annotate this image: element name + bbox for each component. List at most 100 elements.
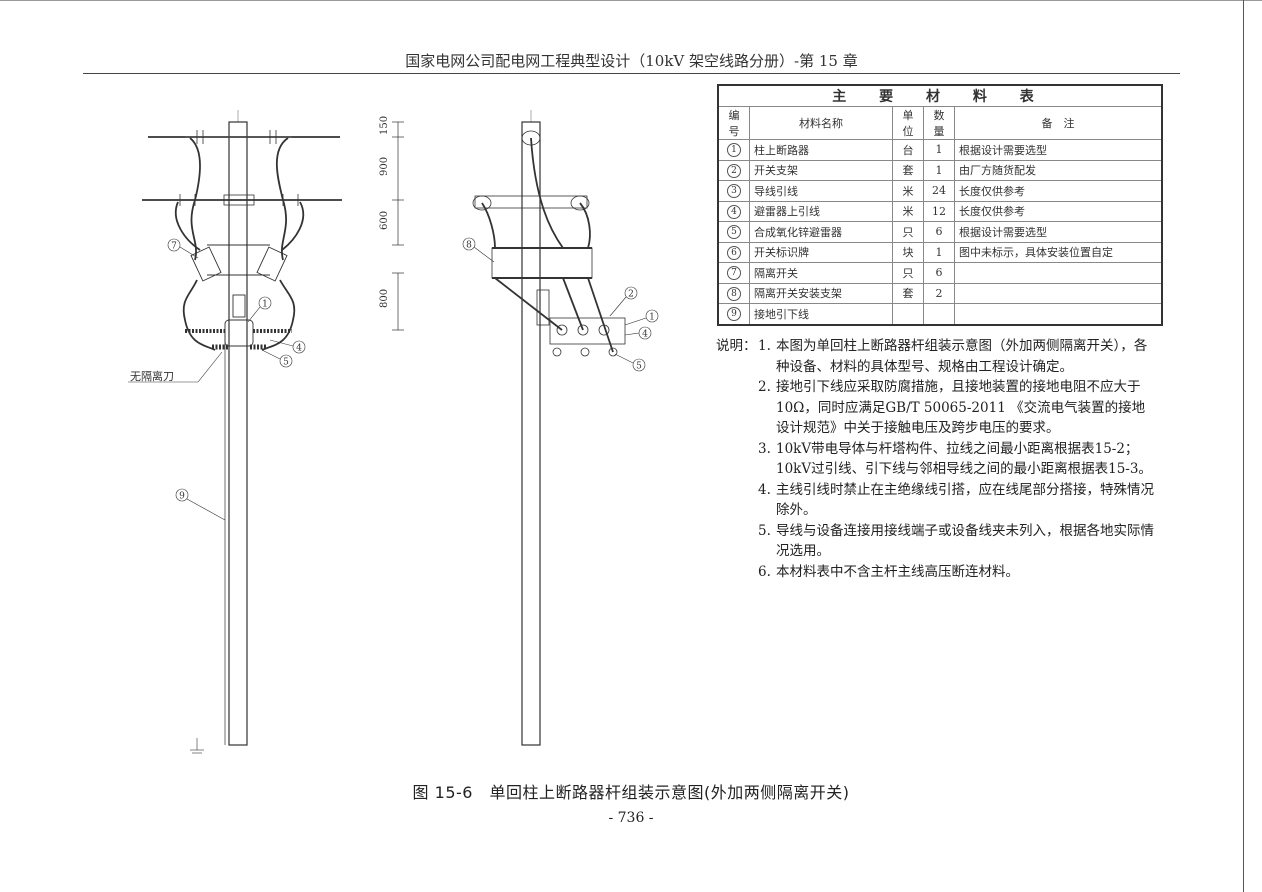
page-header: 国家电网公司配电网工程典型设计（10kV 架空线路分册）-第 15 章: [405, 52, 858, 70]
table-row: 9 接地引下线: [717, 303, 1163, 325]
callout-5-side: 5: [636, 362, 642, 372]
callout-2: 2: [628, 290, 634, 300]
cell-unit: 套: [892, 282, 924, 304]
col-note: 备 注: [954, 106, 1163, 140]
notes-label: [716, 377, 758, 439]
note-item: 说明：1.本图为单回柱上断路器杆组装示意图（外加两侧隔离开关），各种设备、材料的…: [716, 336, 1156, 377]
cell-no: 8: [717, 282, 750, 304]
callout-9: 9: [179, 492, 185, 502]
cell-no: 6: [717, 241, 750, 263]
note-text: 本图为单回柱上断路器杆组装示意图（外加两侧隔离开关），各种设备、材料的具体型号、…: [776, 338, 1148, 375]
note-item: 3.10kV带电导体与杆塔构件、拉线之间最小距离根据表15-2；10kV过引线、…: [716, 439, 1156, 480]
page-frame-right: [1243, 0, 1244, 892]
note-number: 4.: [758, 481, 771, 498]
table-title: 主 要 材 料 表: [717, 84, 1163, 107]
cell-qty: 24: [923, 180, 955, 202]
header-rule: [83, 73, 1180, 74]
cell-name: 隔离开关安装支架: [749, 282, 893, 304]
page-frame-top: [0, 0, 1262, 1]
cell-note: [954, 262, 1163, 284]
front-view: 150 900 600 800 7 1 4 5 9 无隔离刀: [128, 110, 404, 754]
note-number: 1.: [758, 338, 771, 354]
cell-name: 导线引线: [749, 180, 893, 202]
cell-qty: 6: [923, 221, 955, 243]
note-text: 10kV带电导体与杆塔构件、拉线之间最小距离根据表15-2；10kV过引线、引下…: [776, 440, 1152, 478]
cell-note: [954, 282, 1163, 304]
cell-no: 3: [717, 180, 750, 202]
cell-no: 7: [717, 262, 750, 284]
cell-qty: 6: [923, 262, 955, 284]
note-text: 接地引下线应采取防腐措施，且接地装置的接地电阻不应大于10Ω，同时应满足GB/T…: [776, 379, 1146, 436]
note-text: 本材料表中不含主杆主线高压断连材料。: [776, 563, 1019, 580]
cell-unit: 块: [892, 241, 924, 263]
item-number: 2: [727, 163, 741, 178]
no-disconnector-label: 无隔离刀: [130, 369, 174, 383]
item-number: 4: [727, 204, 741, 219]
note-item: 2. 接地引下线应采取防腐措施，且接地装置的接地电阻不应大于10Ω，同时应满足GB…: [716, 377, 1156, 439]
cell-no: 2: [717, 159, 750, 181]
page-number: - 736 -: [608, 810, 654, 826]
item-number: 9: [727, 307, 741, 322]
callout-4: 4: [296, 344, 302, 354]
cell-unit: [892, 303, 924, 325]
notes: 说明：1.本图为单回柱上断路器杆组装示意图（外加两侧隔离开关），各种设备、材料的…: [716, 336, 1156, 582]
cell-qty: 2: [923, 282, 955, 304]
item-number: 1: [727, 143, 741, 158]
item-number: 6: [727, 245, 741, 260]
cell-note: 长度仅供参考: [954, 180, 1163, 202]
cell-qty: 12: [923, 200, 955, 222]
note-item: 6. 本材料表中不含主杆主线高压断连材料。: [716, 562, 1156, 583]
cell-note: 由厂方随货配发: [954, 159, 1163, 181]
cell-no: 4: [717, 200, 750, 222]
notes-label: [716, 480, 758, 521]
cell-name: 避雷器上引线: [749, 200, 893, 222]
item-number: 5: [727, 225, 741, 240]
note-number: 6.: [758, 563, 771, 580]
note-item: 4.主线引线时禁止在主绝缘线引搭，应在线尾部分搭接，特殊情况除外。: [716, 480, 1156, 521]
col-qty: 数 量: [923, 106, 955, 140]
cell-note: 图中未标示，具体安装位置自定: [954, 241, 1163, 263]
cell-name: 隔离开关: [749, 262, 893, 284]
callout-4-side: 4: [642, 330, 648, 340]
dimension-150: 150: [379, 116, 390, 135]
side-view: 8 2 1 4 5: [462, 110, 659, 746]
col-unit: 单 位: [892, 106, 924, 140]
item-number: 3: [727, 184, 741, 199]
cell-unit: 米: [892, 200, 924, 222]
note-number: 2.: [758, 379, 771, 395]
item-number: 7: [727, 266, 741, 281]
col-name: 材料名称: [749, 106, 893, 140]
cell-name: 开关标识牌: [749, 241, 893, 263]
cell-note: 根据设计需要选型: [954, 139, 1163, 161]
table-header-row: 编 号 材料名称 单 位 数 量 备 注: [717, 106, 1163, 140]
note-number: 5.: [758, 522, 771, 539]
note-text: 导线与设备连接用接线端子或设备线夹未列入，根据各地实际情况选用。: [776, 522, 1154, 560]
cell-name: 接地引下线: [749, 303, 893, 325]
figure-caption: 图 15-6 单回柱上断路器杆组装示意图(外加两侧隔离开关): [412, 783, 850, 802]
cell-qty: 1: [923, 159, 955, 181]
cell-no: 5: [717, 221, 750, 243]
pole-side: [521, 121, 541, 746]
notes-label: [716, 521, 758, 562]
callout-1-side: 1: [649, 313, 655, 323]
cell-name: 开关支架: [749, 159, 893, 181]
item-number: 8: [727, 286, 741, 301]
cell-no: 9: [717, 303, 750, 325]
cell-no: 1: [717, 139, 750, 161]
callout-5: 5: [283, 358, 289, 368]
cell-qty: 1: [923, 241, 955, 263]
notes-label: [716, 439, 758, 480]
cell-unit: 只: [892, 262, 924, 284]
cell-note: 根据设计需要选型: [954, 221, 1163, 243]
callout-8: 8: [466, 241, 472, 251]
